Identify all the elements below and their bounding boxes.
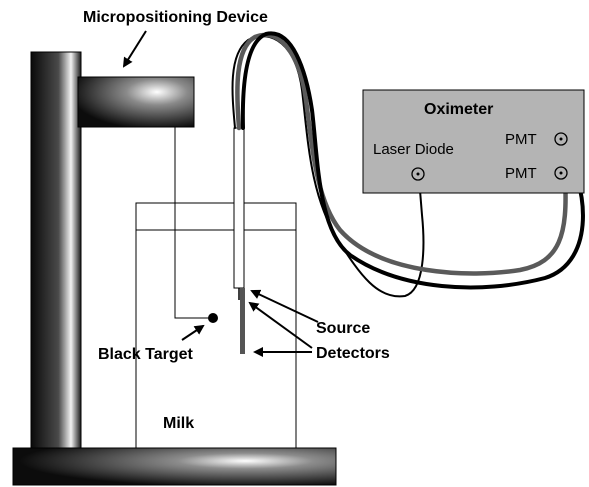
detector-fiber: [240, 288, 245, 354]
milk-label: Milk: [163, 415, 194, 432]
pmt-port-top-dot: [559, 137, 563, 141]
black-target: [208, 313, 218, 323]
annotation-arrows: [122, 30, 319, 357]
probe-holder: [233, 127, 245, 289]
pmt-port-top: [554, 132, 568, 146]
pmt-port-bottom: [554, 166, 568, 180]
source-label: Source: [316, 320, 370, 337]
laser-port-dot: [416, 172, 420, 176]
target-rod: [174, 127, 218, 323]
device-label: Micropositioning Device: [83, 9, 268, 26]
pmt-port-bottom-dot: [559, 171, 563, 175]
container-outline: [135, 202, 297, 449]
source-arrow: [250, 289, 319, 323]
target-arrow: [181, 324, 205, 341]
stand-base: [12, 447, 337, 486]
laser-diode-label: Laser Diode: [373, 141, 454, 158]
pmt-top-label: PMT: [505, 131, 537, 148]
stand-column: [30, 51, 82, 450]
oximeter-label: Oximeter: [424, 101, 493, 118]
pmt-bottom-label: PMT: [505, 165, 537, 182]
fiber-cables: [231, 31, 585, 298]
device-arrow: [122, 30, 147, 68]
detectors-arrow-upper: [248, 301, 313, 349]
oximeter-box: [362, 89, 585, 194]
black-target-label: Black Target: [98, 346, 194, 363]
detectors-label: Detectors: [316, 345, 390, 362]
oximeter: Oximeter Laser Diode PMT PMT: [362, 89, 585, 194]
probe: [233, 127, 245, 354]
pmt-cable-black: [240, 31, 585, 290]
laser-port: [411, 167, 425, 181]
milk-container: [135, 202, 297, 449]
stand-arm: [77, 76, 195, 128]
